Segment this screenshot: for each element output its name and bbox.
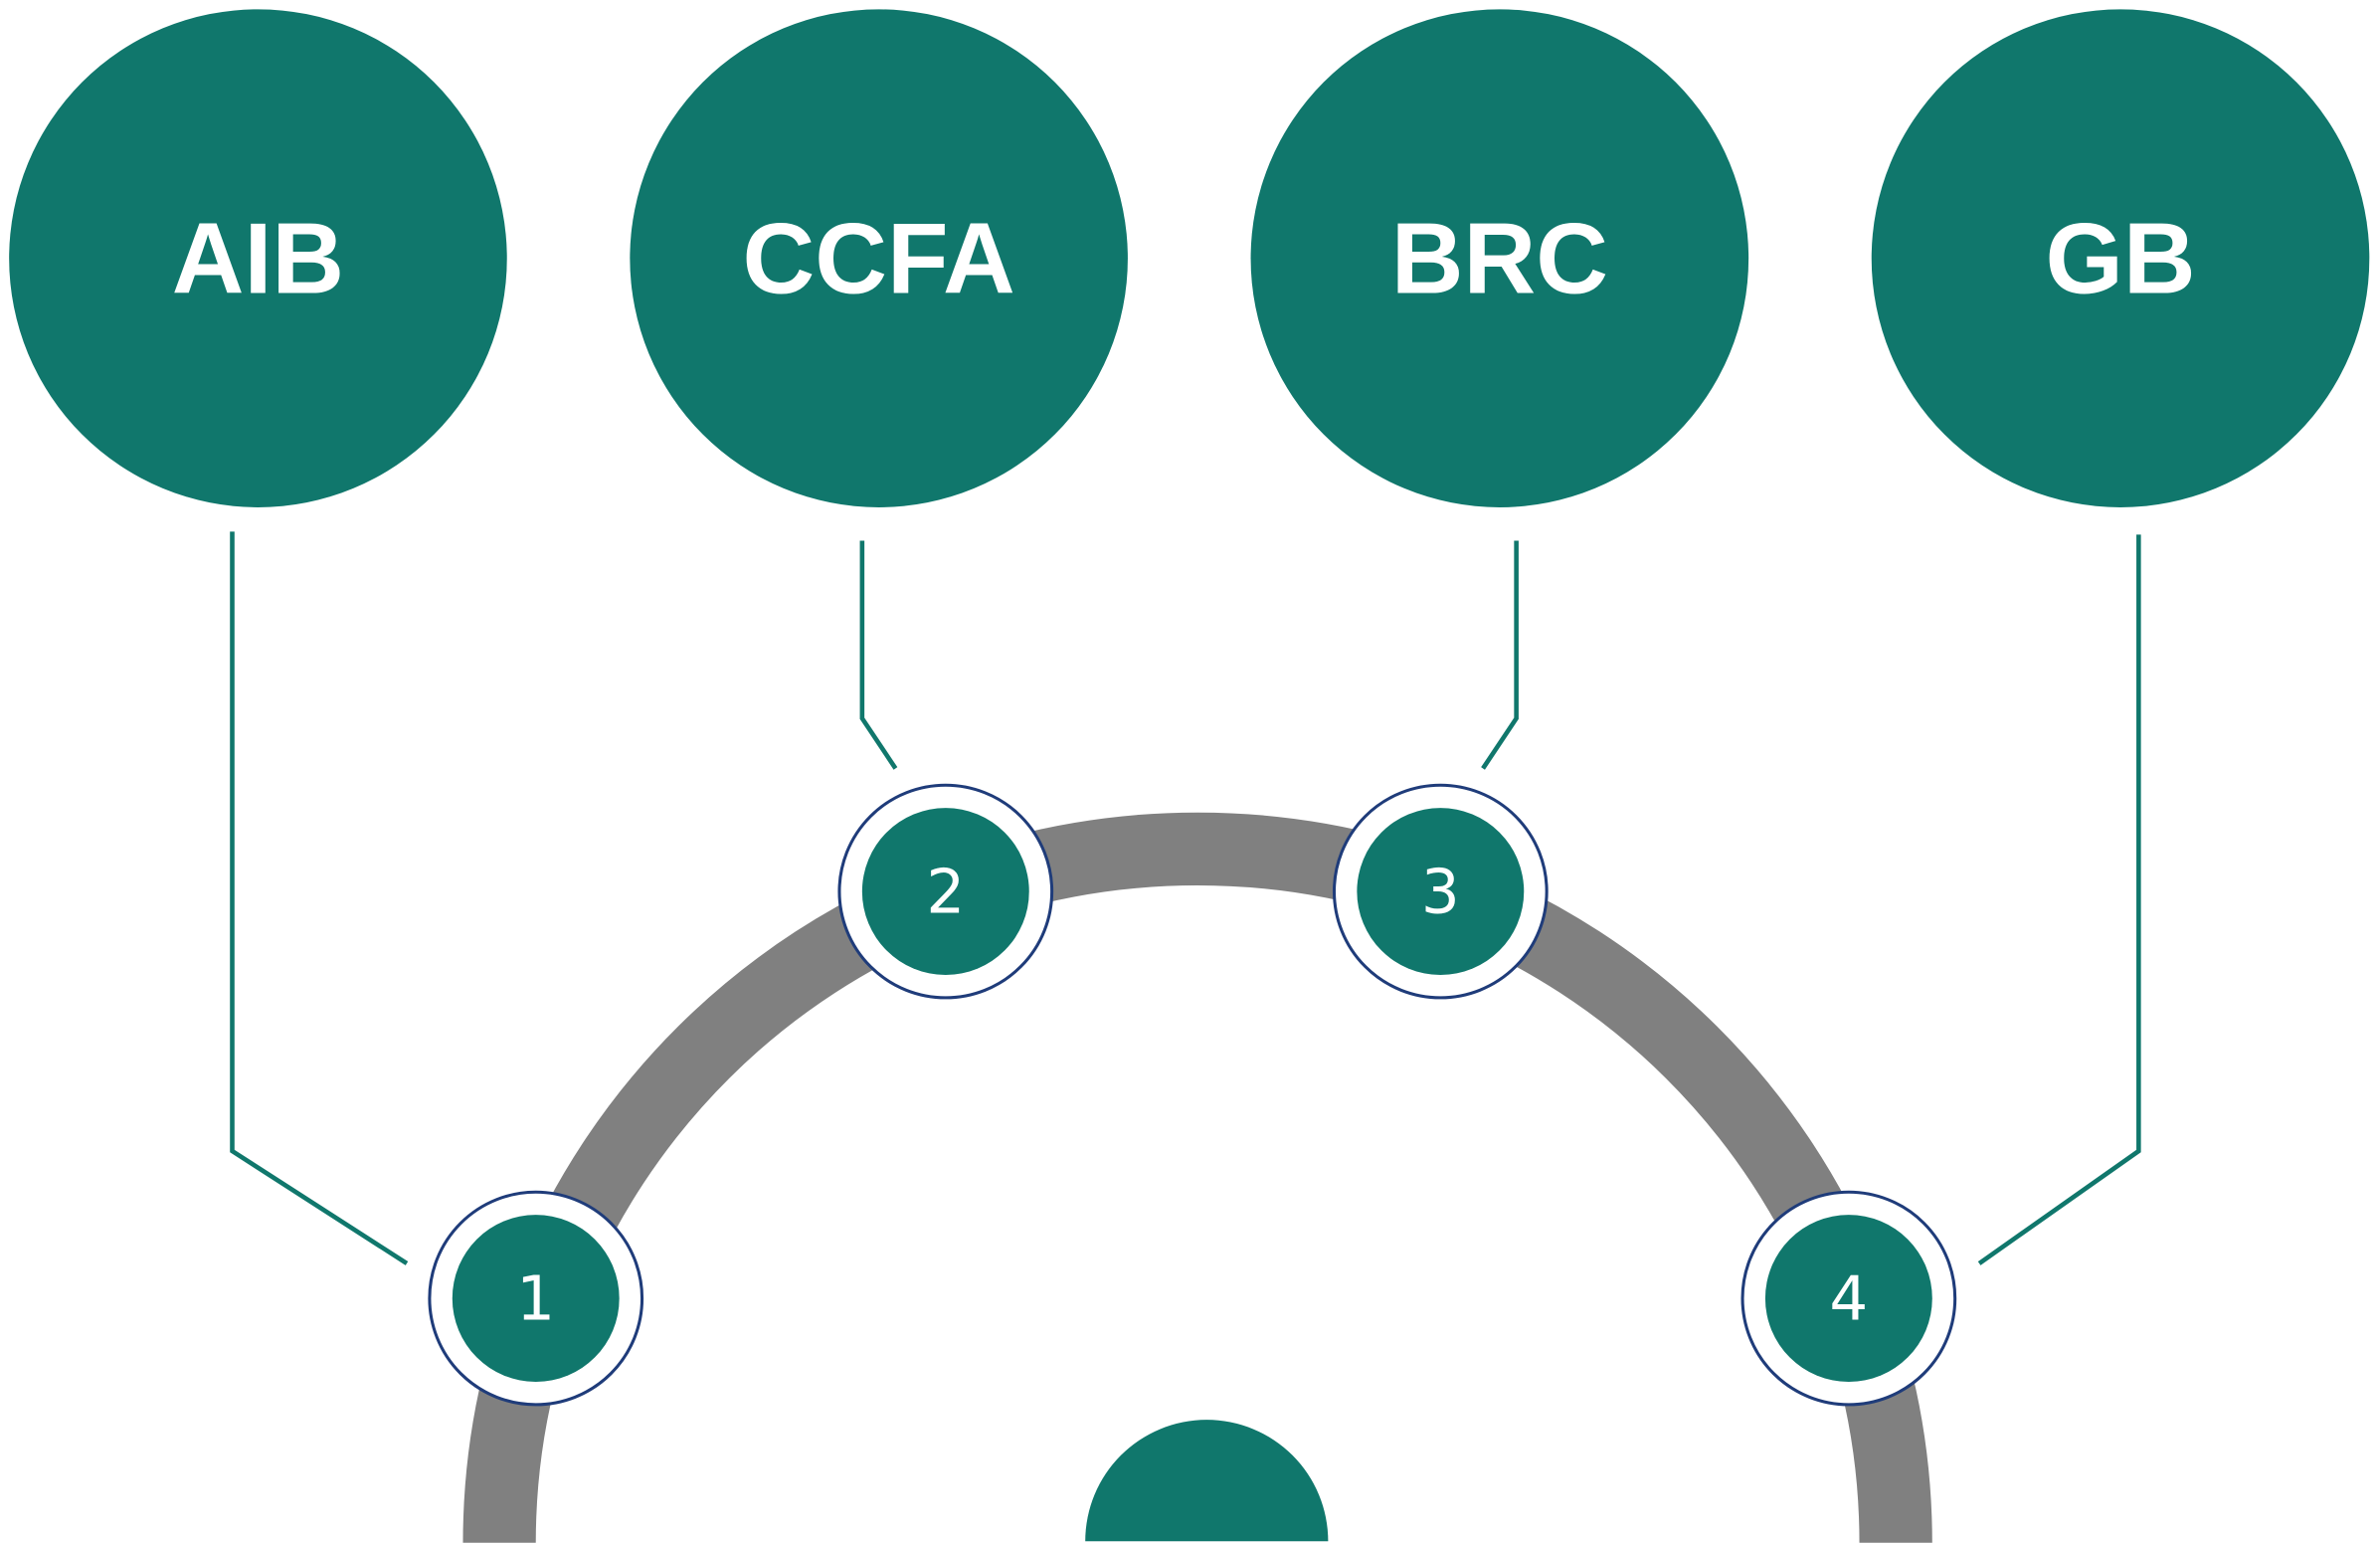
connector-line-2	[859, 540, 898, 770]
org-label: GB	[2045, 204, 2195, 315]
step-number: 3	[1421, 857, 1460, 927]
org-label: AIB	[172, 204, 344, 315]
step-number: 1	[516, 1263, 555, 1334]
connector-line-4	[1977, 534, 2141, 1265]
connector-line-1	[230, 531, 409, 1265]
step-number: 2	[926, 857, 965, 927]
org-node-gb: GB	[1871, 9, 2370, 507]
org-label: BRC	[1391, 204, 1608, 315]
hub-semicircle	[1085, 1420, 1329, 1542]
org-label: CCFA	[743, 204, 1015, 315]
org-node-aib: AIB	[9, 9, 507, 507]
step-number: 4	[1829, 1263, 1868, 1334]
step-marker-1: 1	[428, 1190, 644, 1407]
connector-line-3	[1481, 540, 1519, 770]
step-marker-4: 4	[1740, 1190, 1957, 1407]
step-marker-2: 2	[837, 783, 1054, 1000]
org-node-ccfa: CCFA	[630, 9, 1128, 507]
org-node-brc: BRC	[1250, 9, 1749, 507]
step-marker-3: 3	[1332, 783, 1549, 1000]
